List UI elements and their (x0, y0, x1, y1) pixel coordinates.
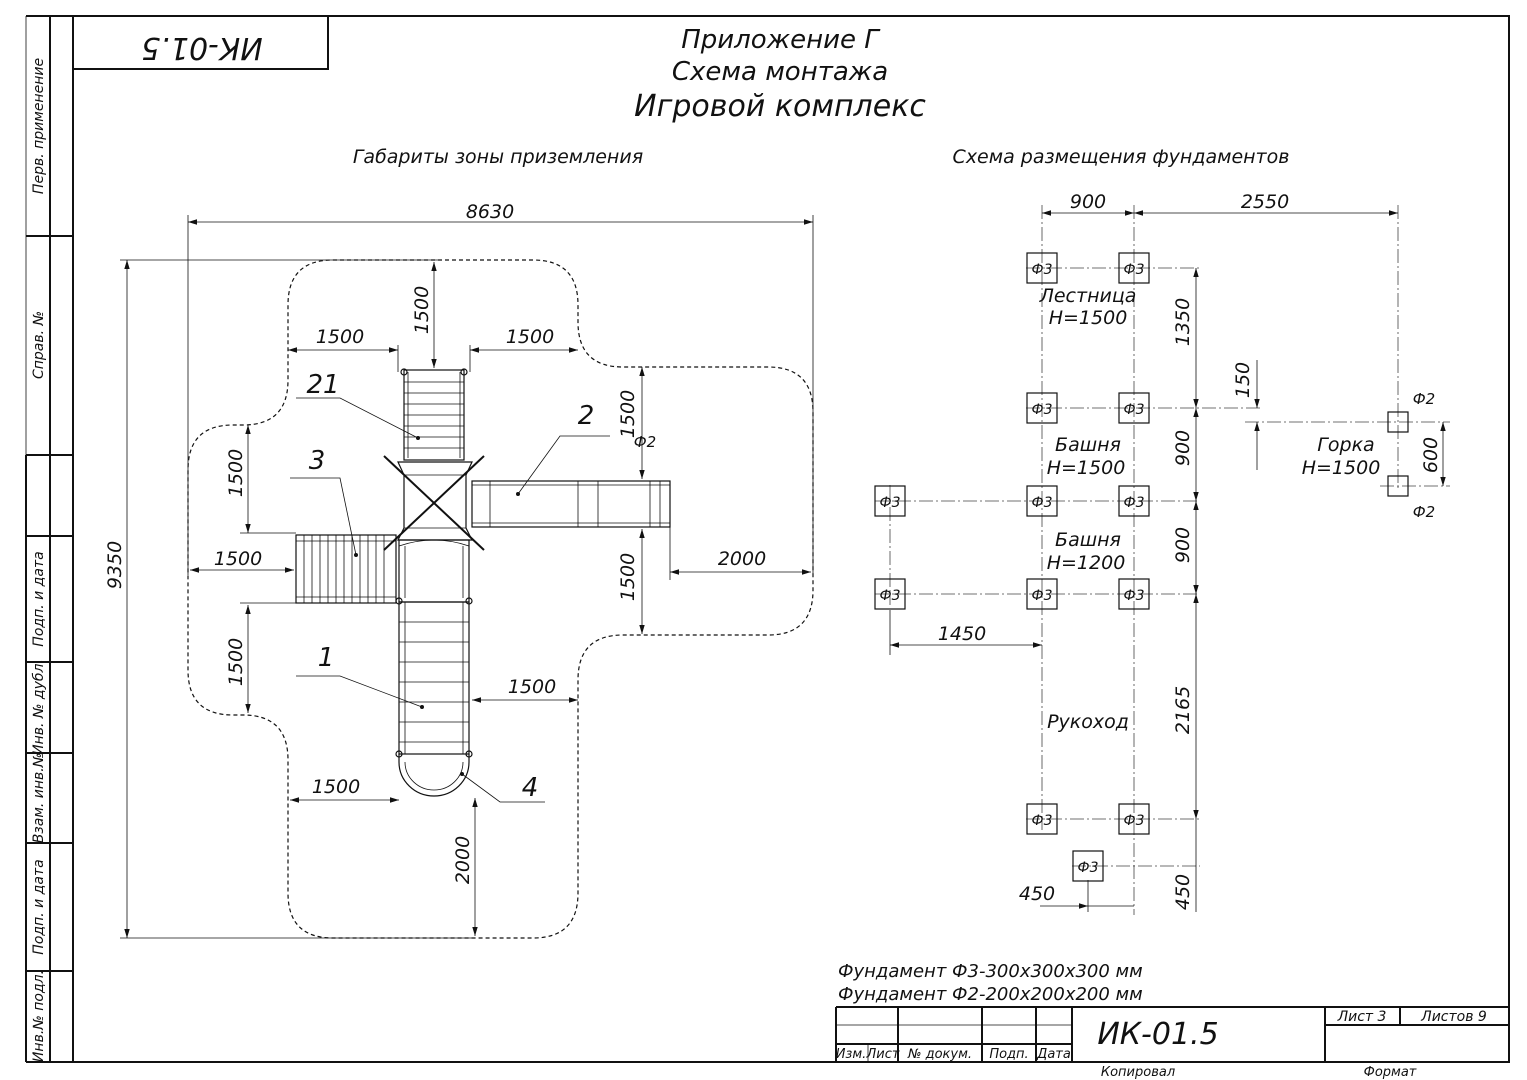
callout-1: 1 (318, 643, 335, 673)
title-block-no-dokum: № докум. (907, 1047, 972, 1062)
title-line-2: Схема монтажа (672, 57, 888, 87)
foundation-dimensions (889, 210, 1446, 912)
dim-150: 150 (1232, 362, 1254, 398)
margin-label-inv-no-podl: Инв.№ подл. (31, 970, 47, 1062)
rotated-code-text: ИК-01.5 (141, 30, 262, 65)
f3-label: Ф3 (880, 588, 901, 604)
f3-label: Ф3 (1032, 495, 1053, 511)
ladder-21 (400, 368, 468, 461)
title-block-podp: Подп. (989, 1047, 1028, 1062)
dim-right-lower-vertical-1500: 1500 (617, 553, 639, 601)
f3-label: Ф3 (1032, 262, 1053, 278)
dim-450-right: 450 (1172, 874, 1194, 910)
f2-label-bottom: Ф2 (1413, 503, 1435, 521)
dim-9350: 9350 (104, 541, 126, 589)
callout-21: 21 (306, 370, 339, 400)
slide-2 (471, 480, 671, 528)
dim-top-left-1500: 1500 (316, 326, 364, 348)
dim-left-lower-vertical-1500: 1500 (225, 638, 247, 686)
label-ladder: Лестница (1039, 285, 1137, 307)
landing-dimensions (120, 215, 814, 939)
label-tower2-h: H=1200 (1047, 552, 1126, 574)
title-block-list: Лист (866, 1047, 900, 1062)
f3-label: Ф3 (1124, 402, 1145, 418)
title-block-sheet: Лист 3 (1337, 1009, 1387, 1025)
foundations-heading: Схема размещения фундаментов (953, 146, 1290, 168)
title-line-3: Игровой комплекс (634, 89, 926, 124)
sheet-frame (25, 15, 1510, 1063)
foundation-centre-lines (875, 205, 1450, 915)
margin-label-podp-i-data-1: Подп. и дата (31, 551, 47, 646)
f3-label: Ф3 (1078, 860, 1099, 876)
tower-lower (395, 539, 473, 605)
landing-zone-heading: Габариты зоны приземления (353, 146, 643, 168)
title-block-format: Формат (1364, 1065, 1417, 1080)
element-3 (295, 534, 397, 604)
f3-label: Ф3 (1124, 813, 1145, 829)
f2-label-top: Ф2 (1413, 390, 1435, 408)
note-f3: Фундамент Ф3-300x300x300 мм (838, 961, 1143, 982)
margin-label-inv-no-dubl: Инв. № дубл. (31, 659, 47, 755)
label-slide-h: H=1500 (1302, 457, 1381, 479)
margin-label-perv-primenenie: Перв. применение (31, 58, 47, 194)
landing-zone-outline (187, 259, 814, 939)
title-block-kopiroval: Копировал (1101, 1065, 1175, 1080)
margin-label-sprav-no: Справ. № (31, 311, 47, 379)
dim-left-upper-vertical-1500: 1500 (225, 449, 247, 497)
f3-label: Ф3 (1124, 262, 1145, 278)
dim-450-left: 450 (1019, 883, 1055, 905)
title-block (835, 1006, 1509, 1062)
dim-bottom-left-horizontal-1500: 1500 (312, 776, 360, 798)
dim-bottom-vertical-2000: 2000 (452, 836, 474, 884)
dim-bottom-right-horizontal-1500: 1500 (508, 676, 556, 698)
f3-label: Ф3 (1032, 402, 1053, 418)
callout-4: 4 (522, 773, 539, 803)
callout-3: 3 (309, 446, 326, 476)
dim-1450: 1450 (938, 623, 986, 645)
label-monkey-bars: Рукоход (1047, 711, 1129, 733)
margin-label-vzam-inv-no: Взам. инв.№ (31, 753, 47, 844)
rotated-code-stamp: ИК-01.5 (73, 16, 329, 70)
dim-900-low: 900 (1172, 527, 1194, 563)
note-f2: Фундамент Ф2-200x200x200 мм (838, 984, 1143, 1005)
dim-top-vertical-1500: 1500 (411, 286, 433, 334)
label-tower1-h: H=1500 (1047, 457, 1126, 479)
foundation-f3-boxes (874, 252, 1150, 882)
label-tower1: Башня (1055, 434, 1121, 456)
element-4-arc (398, 754, 470, 797)
margin-label-podp-i-data-2: Подп. и дата (31, 859, 47, 954)
f3-label: Ф3 (1032, 588, 1053, 604)
dim-900-mid: 900 (1172, 430, 1194, 466)
dim-left-horizontal-1500: 1500 (214, 548, 262, 570)
f3-label: Ф3 (1032, 813, 1053, 829)
title-block-code: ИК-01.5 (1097, 1017, 1218, 1052)
phi2-note-left: Ф2 (634, 433, 656, 451)
label-ladder-h: H=1500 (1049, 307, 1128, 329)
dim-2550: 2550 (1241, 191, 1289, 213)
f3-label: Ф3 (1124, 588, 1145, 604)
foundation-f2-boxes (1387, 411, 1409, 497)
monkey-bars-1 (395, 601, 473, 758)
title-block-sheets: Листов 9 (1420, 1009, 1487, 1025)
dim-8630: 8630 (466, 201, 514, 223)
dim-900-top: 900 (1070, 191, 1106, 213)
dim-right-upper-vertical-1500: 1500 (617, 390, 639, 438)
dim-top-right-1500: 1500 (506, 326, 554, 348)
label-tower2: Башня (1055, 529, 1121, 551)
title-block-izm: Изм. (836, 1047, 867, 1062)
label-slide: Горка (1317, 434, 1374, 456)
f3-label: Ф3 (1124, 495, 1145, 511)
callout-2: 2 (578, 401, 595, 431)
dim-1350: 1350 (1172, 298, 1194, 346)
dim-2165: 2165 (1172, 686, 1194, 734)
dim-600: 600 (1420, 437, 1442, 473)
title-block-data: Дата (1036, 1047, 1071, 1062)
dim-right-horizontal-2000: 2000 (718, 548, 766, 570)
tower-upper (383, 455, 485, 551)
title-line-1: Приложение Г (681, 25, 881, 55)
f3-label: Ф3 (880, 495, 901, 511)
